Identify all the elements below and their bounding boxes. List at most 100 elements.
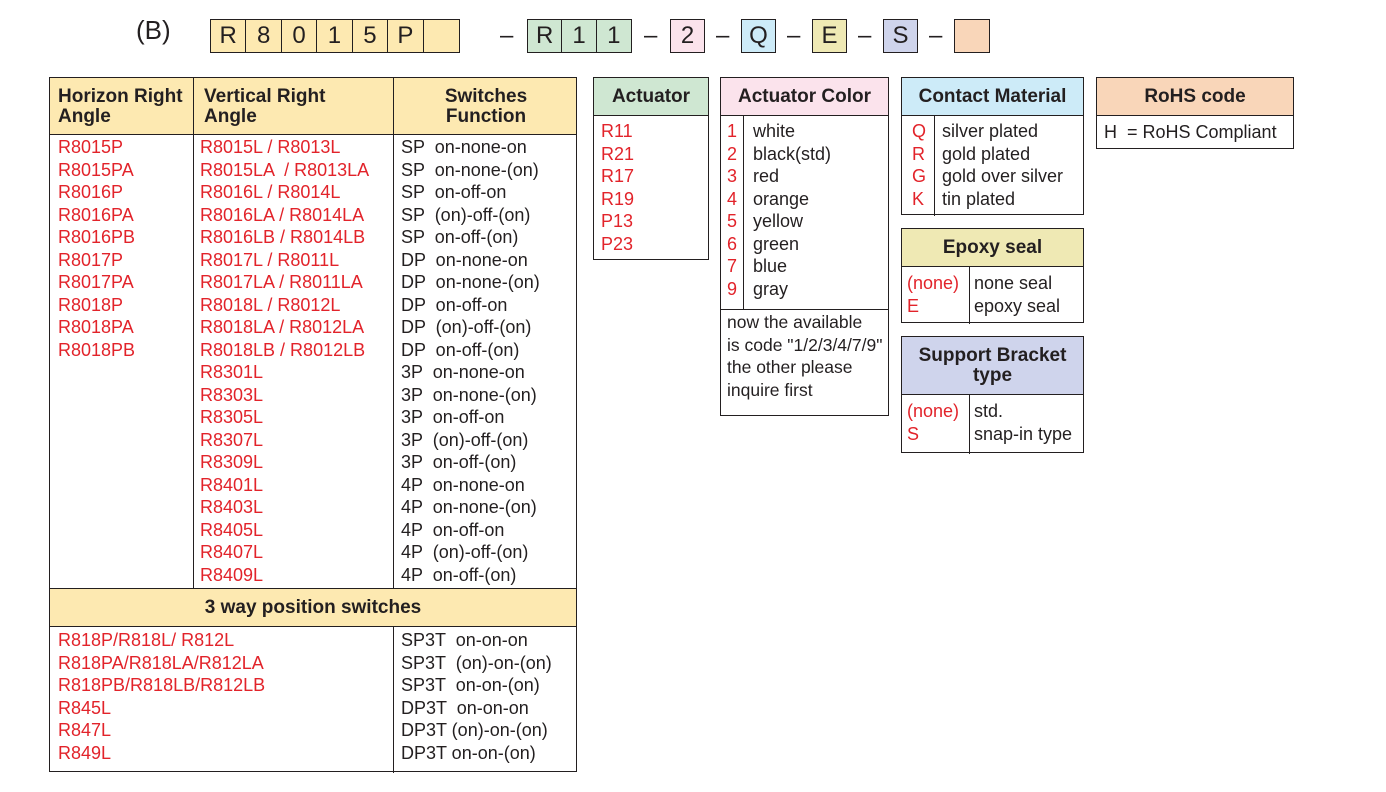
vertical-model-item: R8018L / R8012L	[200, 294, 341, 315]
color-name-item: yellow	[753, 211, 804, 231]
function-item: SP on-none-(on)	[401, 159, 539, 180]
three-way-function-item: DP3T on-on-on	[401, 697, 529, 718]
contact-code-item: R	[912, 143, 925, 164]
separator-dash: –	[787, 22, 801, 49]
three-way-function-item: DP3T on-on-(on)	[401, 742, 536, 763]
color-code-item: 4	[727, 188, 738, 209]
part-number-rohs	[954, 19, 990, 53]
part-code-cell: 5	[353, 20, 389, 52]
contact-code-item: G	[912, 166, 927, 186]
part-code-cell: 1	[317, 20, 353, 52]
horizon-model-item: R8018PB	[58, 339, 136, 360]
three-way-model-item: R818PB/R818LB/R812LB	[58, 675, 266, 695]
bracket-name-item: std.	[974, 401, 1004, 421]
color-name-item: black(std)	[753, 143, 832, 164]
vertical-model-item: R8305L	[200, 407, 264, 427]
three-way-model-item: R818PA/R818LA/R812LA	[58, 652, 264, 673]
color-code-item: 7	[727, 256, 738, 276]
vertical-model-item: R8017L / R8011L	[200, 249, 340, 270]
part-code-cell: 2	[680, 22, 695, 49]
function-item: SP (on)-off-(on)	[401, 204, 531, 225]
horizon-model-item: R8015P	[58, 137, 124, 157]
actuator-code-item: P23	[601, 233, 634, 254]
section-label: (B)	[136, 15, 171, 45]
bracket-name-list: std.snap-in type	[974, 400, 1072, 445]
function-item: 4P on-off-on	[401, 519, 505, 540]
epoxy-code-item: E	[907, 295, 920, 316]
bracket-code-item: S	[907, 423, 920, 444]
contact-code-item: Q	[912, 121, 927, 141]
col-header-vertical: Vertical Right Angle	[204, 86, 326, 127]
vertical-model-item: R8303L	[200, 384, 264, 405]
color-code-item: 2	[727, 143, 738, 164]
part-code-cell: E	[821, 22, 838, 49]
function-item: 4P on-off-(on)	[401, 564, 517, 585]
vertical-model-item: R8016L / R8014L	[200, 182, 341, 202]
actuator-code-item: R11	[601, 121, 633, 141]
vertical-model-item: R8401L	[200, 474, 264, 495]
vertical-model-item: R8403L	[200, 497, 264, 517]
actuator-code-item: R21	[601, 143, 635, 164]
part-code-cell	[955, 20, 989, 52]
function-item: 4P on-none-(on)	[401, 497, 537, 517]
part-number-contact: Q	[741, 19, 776, 53]
contact-name-item: gold over silver	[942, 166, 1064, 186]
vertical-model-item: R8407L	[200, 542, 264, 562]
part-code-cell: Q	[749, 22, 768, 49]
horizon-model-item: R8016P	[58, 182, 124, 202]
function-item: 3P on-off-on	[401, 407, 505, 427]
vertical-model-item: R8409L	[200, 564, 264, 585]
horizon-model-item: R8017PA	[58, 272, 134, 292]
part-code-cell: R	[528, 20, 563, 52]
color-availability-note: now the available is code "1/2/3/4/7/9" …	[727, 312, 883, 400]
table-header: Horizon Right Angle Vertical Right Angle…	[50, 78, 576, 135]
color-name-item: gray	[753, 278, 789, 299]
function-item: DP on-off-(on)	[401, 339, 520, 360]
part-code-cell: R	[211, 20, 247, 52]
color-code-item: 6	[727, 233, 738, 254]
actuator-title: Actuator	[594, 78, 708, 116]
function-item: SP on-off-on	[401, 182, 507, 202]
function-item: 3P on-none-on	[401, 362, 525, 382]
separator-dash: –	[858, 22, 872, 49]
vertical-model-item: R8016LA / R8014LA	[200, 204, 365, 225]
separator-dash: –	[500, 22, 514, 49]
part-code-cell: 0	[282, 20, 318, 52]
bracket-name-item: snap-in type	[974, 423, 1073, 444]
function-item: DP on-off-on	[401, 294, 508, 315]
col-header-function: Switches Function	[444, 86, 528, 127]
actuator-code-item: P13	[601, 211, 634, 231]
vertical-model-item: R8015L / R8013L	[200, 137, 341, 157]
function-item: 4P (on)-off-(on)	[401, 542, 529, 562]
horizon-model-item: R8016PB	[58, 227, 136, 247]
three-way-function-item: DP3T (on)-on-(on)	[401, 720, 548, 740]
contact-name-item: tin plated	[942, 188, 1016, 209]
three-way-function-item: SP3T (on)-on-(on)	[401, 652, 552, 673]
horizon-model-item: R8017P	[58, 249, 124, 270]
separator-dash: –	[716, 22, 730, 49]
contact-name-item: gold plated	[942, 143, 1031, 164]
part-code-cell: 8	[246, 20, 282, 52]
actuator-color-title: Actuator Color	[721, 78, 888, 116]
col-header-horizon: Horizon Right Angle	[58, 86, 183, 127]
part-code-cell: S	[892, 22, 909, 49]
color-name-item: orange	[753, 188, 810, 209]
color-code-item: 9	[727, 278, 738, 299]
epoxy-code-item: (none)	[907, 273, 960, 293]
support-bracket-table: Support Bracket type (none)S std.snap-in…	[901, 336, 1084, 454]
function-item: DP on-none-(on)	[401, 272, 540, 292]
bracket-code-item: (none)	[907, 401, 960, 421]
support-bracket-title: Support Bracket type	[902, 337, 1083, 395]
